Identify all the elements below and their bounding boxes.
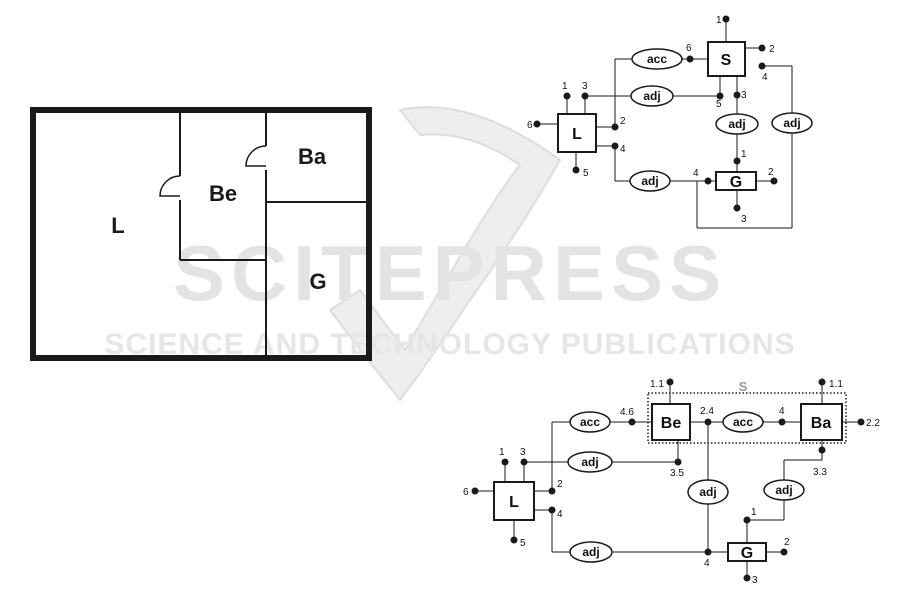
edge-label-adj-4: adj xyxy=(641,174,658,188)
port-dot-ba11 xyxy=(819,379,826,386)
node-label-g: G xyxy=(741,545,753,562)
port-dot-l3 xyxy=(582,93,589,100)
edge-label-adj-2: adj xyxy=(728,117,745,131)
port-dot-l4 xyxy=(612,143,619,150)
port-dot-be35 xyxy=(675,459,682,466)
port-label-l3: 3 xyxy=(520,447,526,458)
port-dot-g1 xyxy=(734,158,741,165)
port-dot-l1 xyxy=(564,93,571,100)
port-dot-s3 xyxy=(734,92,741,99)
port-dot-be11 xyxy=(667,379,674,386)
port-label-be11: 1.1 xyxy=(650,379,664,390)
node-label-l: L xyxy=(509,494,519,511)
port-label-l3: 3 xyxy=(582,81,588,92)
port-label-g1: 1 xyxy=(741,149,747,160)
port-dot-l3 xyxy=(521,459,528,466)
node-label-g: G xyxy=(730,174,742,191)
port-dot-l5 xyxy=(573,167,580,174)
room-label-ba: Ba xyxy=(298,144,327,169)
port-label-l5: 5 xyxy=(583,168,589,179)
port-label-s1: 1 xyxy=(716,15,722,26)
edge-label-adj-3: adj xyxy=(775,483,792,497)
room-label-l: L xyxy=(111,213,124,238)
port-label-s3: 3 xyxy=(741,90,747,101)
port-dot-g2 xyxy=(781,549,788,556)
port-dot-g4 xyxy=(705,549,712,556)
port-label-ba4: 4 xyxy=(779,406,785,417)
port-dot-s2 xyxy=(759,45,766,52)
port-label-g3: 3 xyxy=(741,214,747,225)
port-dot-g3 xyxy=(734,205,741,212)
graph-top: S L G acc adj adj adj adj 1 2 3 4 5 6 1 … xyxy=(527,15,812,228)
port-label-l1: 1 xyxy=(499,447,505,458)
port-label-l4: 4 xyxy=(620,144,626,155)
port-label-be24: 2.4 xyxy=(700,406,714,417)
door-swing-ba xyxy=(246,146,266,166)
port-dot-l6 xyxy=(472,488,479,495)
node-label-s: S xyxy=(721,52,732,69)
room-label-be: Be xyxy=(209,181,237,206)
port-label-g3: 3 xyxy=(752,575,758,586)
edge-label-acc: acc xyxy=(647,52,667,66)
port-label-s2: 2 xyxy=(769,44,775,55)
port-dot-g3 xyxy=(744,575,751,582)
door-swing-be xyxy=(160,176,180,196)
port-label-ba22: 2.2 xyxy=(866,418,880,429)
port-dot-g1 xyxy=(744,517,751,524)
port-dot-ba22 xyxy=(858,419,865,426)
port-dot-l6 xyxy=(534,121,541,128)
port-label-g4: 4 xyxy=(704,558,710,569)
port-dot-g4 xyxy=(705,178,712,185)
port-label-g4: 4 xyxy=(693,168,699,179)
port-label-be35: 3.5 xyxy=(670,468,684,479)
port-label-g2: 2 xyxy=(784,537,790,548)
port-label-l6: 6 xyxy=(527,120,533,131)
port-label-g1: 1 xyxy=(751,507,757,518)
edge-label-adj-3: adj xyxy=(783,116,800,130)
room-label-g: G xyxy=(309,269,326,294)
edge-label-adj-4: adj xyxy=(582,545,599,559)
watermark-title: SCITEPRESS xyxy=(173,229,727,317)
edge-label-adj-1: adj xyxy=(581,455,598,469)
port-dot-g2 xyxy=(771,178,778,185)
port-label-l2: 2 xyxy=(620,116,626,127)
port-dot-l5 xyxy=(511,537,518,544)
port-label-l5: 5 xyxy=(520,538,526,549)
port-dot-s4 xyxy=(759,63,766,70)
port-dot-s1 xyxy=(723,16,730,23)
port-label-l6: 6 xyxy=(463,487,469,498)
port-dot-l1 xyxy=(502,459,509,466)
port-dot-s6 xyxy=(687,56,694,63)
port-dot-l2 xyxy=(612,124,619,131)
port-dot-ba4 xyxy=(779,419,786,426)
edge-label-acc-1: acc xyxy=(580,415,600,429)
graph-bottom: S xyxy=(463,379,880,587)
edge-label-adj-1: adj xyxy=(643,89,660,103)
edge-label-adj-2: adj xyxy=(699,485,716,499)
port-label-s4: 4 xyxy=(762,72,768,83)
port-label-g2: 2 xyxy=(768,167,774,178)
port-label-ba11: 1.1 xyxy=(829,379,843,390)
port-label-l4: 4 xyxy=(557,509,563,520)
port-dot-l4 xyxy=(549,507,556,514)
port-label-ba33: 3.3 xyxy=(813,467,827,478)
node-label-be: Be xyxy=(661,415,682,432)
port-label-l1: 1 xyxy=(562,81,568,92)
node-label-l: L xyxy=(572,126,582,143)
port-label-be46: 4.6 xyxy=(620,407,634,418)
port-dot-be46 xyxy=(629,419,636,426)
port-label-s5: 5 xyxy=(716,99,722,110)
port-label-s6: 6 xyxy=(686,43,692,54)
edge-label-acc-2: acc xyxy=(733,415,753,429)
port-label-l2: 2 xyxy=(557,479,563,490)
group-label-s: S xyxy=(739,379,748,394)
node-label-ba: Ba xyxy=(811,415,832,432)
port-dot-l2 xyxy=(549,488,556,495)
port-dot-be24 xyxy=(705,419,712,426)
port-dot-ba33 xyxy=(819,447,826,454)
